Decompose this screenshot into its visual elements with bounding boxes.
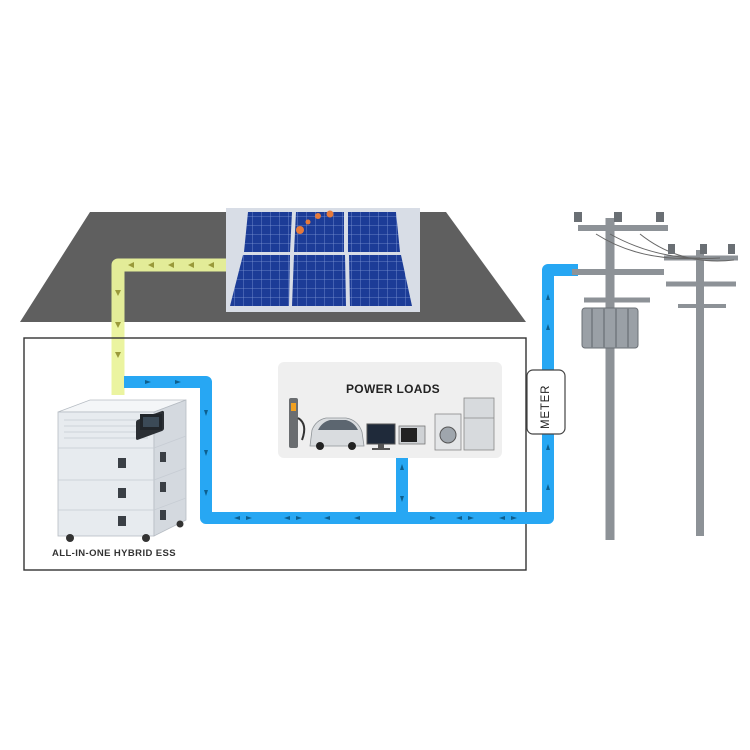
meter-box <box>526 369 566 435</box>
car-icon <box>309 417 365 450</box>
utility-pole-icon <box>572 218 738 540</box>
meter-label: METER <box>540 384 552 429</box>
tv-icon <box>366 423 396 450</box>
refrigerator-icon <box>463 397 495 451</box>
solar-path <box>111 258 238 395</box>
washing-machine-icon <box>434 413 462 451</box>
solar-panel-icon <box>226 208 420 312</box>
transformer-icon <box>581 307 639 349</box>
hybrid-ess-cabinet <box>57 399 187 542</box>
microwave-icon <box>398 425 426 445</box>
house-outline <box>23 337 527 571</box>
ev-charger-icon <box>289 398 306 448</box>
grid-path <box>124 264 578 524</box>
power-loads-title: POWER LOADS <box>346 382 440 396</box>
power-loads-panel <box>278 362 502 458</box>
ess-label: ALL-IN-ONE HYBRID ESS <box>52 548 176 559</box>
